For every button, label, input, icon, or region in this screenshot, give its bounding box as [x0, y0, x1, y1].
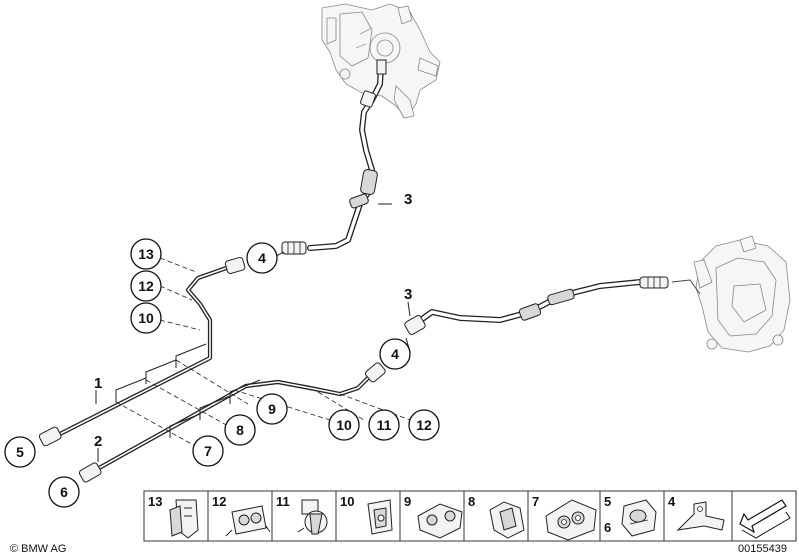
label-2: 2	[94, 433, 102, 450]
parts-legend: 13 12 11	[143, 490, 797, 542]
svg-text:4: 4	[391, 346, 399, 362]
legend-item-arrow	[731, 490, 797, 542]
pipe-clip-markers	[115, 343, 261, 438]
svg-text:4: 4	[258, 250, 266, 266]
svg-text:7: 7	[532, 494, 539, 509]
callout-9: 9	[256, 393, 288, 425]
svg-text:10: 10	[336, 417, 352, 433]
callout-11: 11	[368, 409, 400, 441]
svg-text:8: 8	[236, 422, 244, 438]
legend-item-7: 7	[527, 490, 601, 542]
callout-4-upper: 4	[246, 242, 278, 274]
right-brake-caliper	[671, 235, 791, 353]
mounting-clip-icon	[367, 499, 393, 535]
hose-ferrule-right	[518, 303, 542, 321]
legend-item-12: 12	[207, 490, 273, 542]
diagram-number: 00155439	[738, 543, 787, 555]
svg-text:8: 8	[468, 494, 475, 509]
callout-13: 13	[130, 238, 162, 270]
legend-item-4: 4	[663, 490, 733, 542]
brake-hose-upper	[281, 59, 387, 255]
callout-4-right: 4	[379, 338, 411, 370]
label-3-right: 3	[404, 286, 412, 303]
svg-text:12: 12	[212, 494, 226, 509]
pipe-2-union-nut	[364, 362, 386, 383]
legend-item-8: 8	[463, 490, 529, 542]
callout-7: 7	[192, 435, 224, 467]
label-3-upper: 3	[404, 191, 412, 208]
callout-10-mid: 10	[328, 409, 360, 441]
svg-text:9: 9	[404, 494, 411, 509]
svg-text:11: 11	[276, 494, 290, 509]
legend-item-9: 9	[399, 490, 465, 542]
hose-clamp-icon	[489, 501, 525, 539]
caliper-fitting	[376, 59, 387, 75]
hose-union-right	[404, 315, 426, 335]
hose-sleeve-right	[547, 288, 575, 306]
svg-text:12: 12	[138, 278, 154, 294]
brake-pipe-1	[38, 256, 246, 447]
label-1: 1	[94, 375, 102, 392]
svg-text:5: 5	[604, 494, 611, 509]
pipe-clip-icon	[225, 505, 271, 537]
svg-text:9: 9	[268, 401, 276, 417]
svg-text:4: 4	[668, 494, 676, 509]
brake-hose-right	[404, 276, 669, 335]
round-clip-icon	[297, 499, 328, 535]
legend-item-11: 11	[271, 490, 337, 542]
pipe-1-union-nut	[224, 256, 246, 274]
legend-item-10: 10	[335, 490, 401, 542]
callout-8: 8	[224, 414, 256, 446]
twin-holder-icon	[545, 499, 597, 541]
svg-text:6: 6	[604, 520, 611, 535]
pipe-1-end-nut	[38, 426, 62, 447]
double-clip-icon	[417, 503, 463, 539]
legend-item-13: 13	[143, 490, 209, 542]
svg-text:5: 5	[16, 444, 24, 460]
bracket-icon	[676, 501, 725, 531]
svg-text:11: 11	[377, 417, 392, 433]
callout-12-left: 12	[130, 270, 162, 302]
callout-10-left: 10	[130, 302, 162, 334]
arrow-icon	[739, 499, 791, 539]
legend-item-5-6: 5 6	[599, 490, 665, 542]
hose-end-fitting	[360, 90, 376, 108]
svg-text:13: 13	[148, 494, 162, 509]
clip-icon	[169, 499, 199, 539]
svg-text:10: 10	[340, 494, 354, 509]
svg-text:7: 7	[204, 443, 212, 459]
svg-text:12: 12	[416, 417, 432, 433]
svg-text:10: 10	[138, 310, 154, 326]
svg-text:6: 6	[60, 484, 68, 500]
union-nut-icon	[621, 499, 657, 537]
copyright-text: © BMW AG	[10, 543, 66, 555]
callout-12-right: 12	[408, 409, 440, 441]
hose-sleeve	[360, 169, 378, 195]
svg-text:13: 13	[138, 246, 154, 262]
callout-6: 6	[48, 476, 80, 508]
hose-ferrule	[349, 193, 369, 209]
callout-5: 5	[4, 436, 36, 468]
pipe-2-end-nut	[78, 462, 102, 483]
